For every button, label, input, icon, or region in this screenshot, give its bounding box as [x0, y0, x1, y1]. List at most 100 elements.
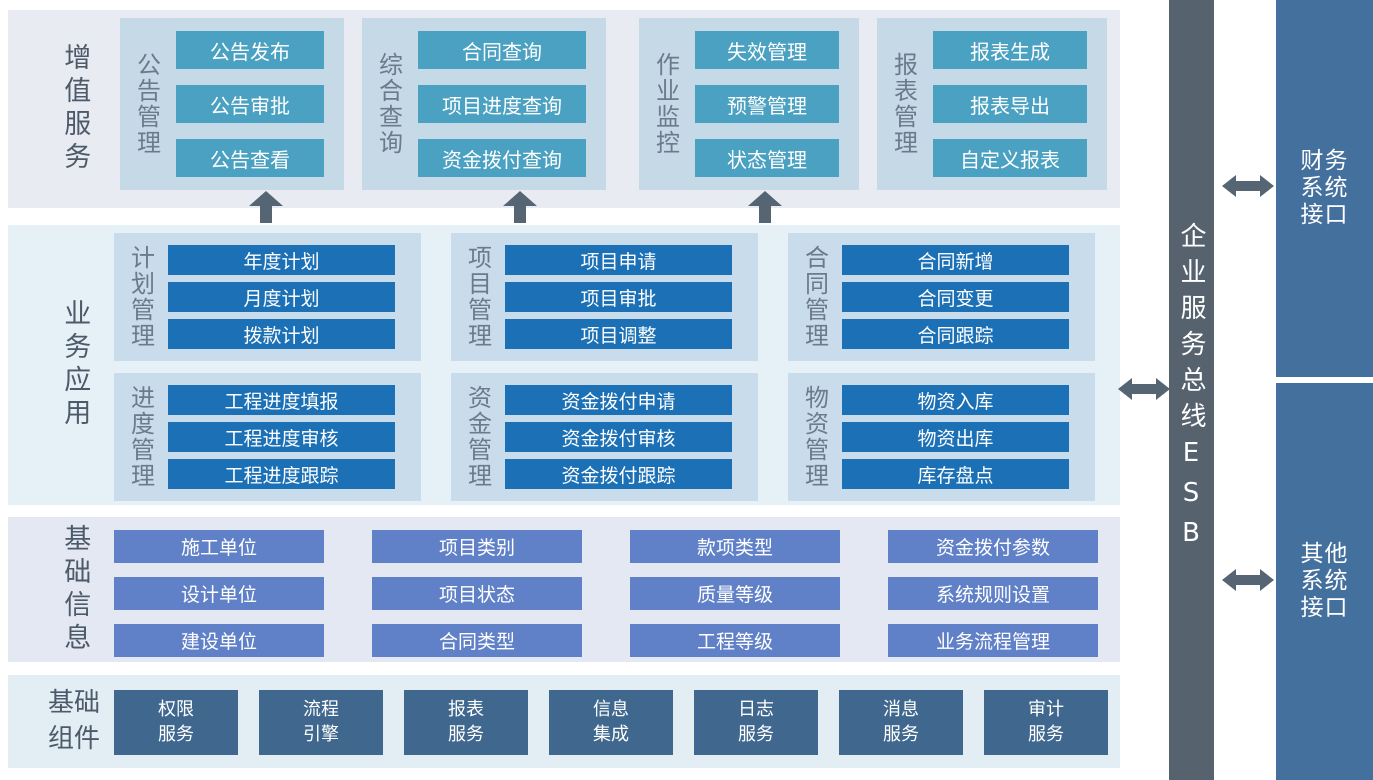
module-chip: 公告查看 [176, 139, 324, 177]
module-chip: 物资入库 [842, 385, 1069, 415]
components-row: 权限 服务 流程 引擎 报表 服务 信息 集成 日志 服务 消息 服务 审计 服… [114, 690, 1108, 755]
module-chip: 流程 引擎 [259, 690, 383, 755]
group-report-management: 报表管理 报表生成 报表导出 自定义报表 [877, 18, 1107, 190]
module-chip: 合同变更 [842, 282, 1069, 312]
group-label: 公告管理 [132, 52, 161, 156]
group-label: 报表管理 [889, 52, 918, 156]
module-stack: 项目申请 项目审批 项目调整 [505, 245, 732, 349]
other-system-interface: 其他 系统 接口 [1276, 383, 1373, 780]
band-label-basic-info: 基础信息 [59, 523, 91, 656]
group-label: 项目管理 [463, 245, 492, 349]
band-business-applications: 业务应用 计划管理 年度计划 月度计划 拨款计划 项目管理 项目申请 项目审批 … [8, 225, 1120, 505]
module-chip: 拨款计划 [168, 319, 395, 349]
module-chip: 资金拨付审核 [505, 422, 732, 452]
group-label: 综合查询 [374, 52, 403, 156]
group-material-management: 物资管理 物资入库 物资出库 库存盘点 [788, 373, 1095, 501]
module-chip: 物资出库 [842, 422, 1069, 452]
module-chip: 年度计划 [168, 245, 395, 275]
module-chip: 权限 服务 [114, 690, 238, 755]
module-chip: 项目类别 [372, 530, 582, 563]
basic-info-grid: 施工单位 项目类别 款项类型 资金拨付参数 设计单位 项目状态 质量等级 系统规… [114, 530, 1098, 657]
module-chip: 审计 服务 [984, 690, 1108, 755]
module-chip: 公告发布 [176, 31, 324, 69]
module-chip: 项目审批 [505, 282, 732, 312]
group-label: 资金管理 [463, 385, 492, 489]
esb-column: 企业服务总线ESB [1169, 0, 1214, 780]
module-chip: 项目调整 [505, 319, 732, 349]
group-fund-management: 资金管理 资金拨付申请 资金拨付审核 资金拨付跟踪 [451, 373, 758, 501]
module-chip: 项目状态 [372, 577, 582, 610]
finance-system-interface: 财务 系统 接口 [1276, 0, 1373, 377]
module-stack: 物资入库 物资出库 库存盘点 [842, 385, 1069, 489]
module-chip: 工程等级 [630, 624, 840, 657]
module-chip: 合同跟踪 [842, 319, 1069, 349]
module-chip: 报表导出 [933, 85, 1087, 123]
module-chip: 预警管理 [695, 85, 839, 123]
module-chip: 公告审批 [176, 85, 324, 123]
group-label: 合同管理 [800, 245, 829, 349]
module-stack: 公告发布 公告审批 公告查看 [176, 31, 324, 177]
module-chip: 合同新增 [842, 245, 1069, 275]
band-label-value-added: 增值服务 [59, 43, 91, 175]
module-chip: 日志 服务 [694, 690, 818, 755]
business-groups: 计划管理 年度计划 月度计划 拨款计划 项目管理 项目申请 项目审批 项目调整 … [114, 233, 1095, 501]
module-stack: 合同查询 项目进度查询 资金拨付查询 [418, 31, 586, 177]
module-chip: 建设单位 [114, 624, 324, 657]
module-chip: 工程进度审核 [168, 422, 395, 452]
module-chip: 施工单位 [114, 530, 324, 563]
module-chip: 资金拨付申请 [505, 385, 732, 415]
module-chip: 状态管理 [695, 139, 839, 177]
group-label: 作业监控 [651, 52, 680, 156]
module-stack: 年度计划 月度计划 拨款计划 [168, 245, 395, 349]
up-arrow-icon [249, 191, 283, 223]
module-stack: 工程进度填报 工程进度审核 工程进度跟踪 [168, 385, 395, 489]
group-label: 进度管理 [126, 385, 155, 489]
module-chip: 库存盘点 [842, 459, 1069, 489]
module-stack: 资金拨付申请 资金拨付审核 资金拨付跟踪 [505, 385, 732, 489]
module-stack: 报表生成 报表导出 自定义报表 [933, 31, 1087, 177]
double-arrow-icon [1222, 569, 1274, 591]
module-chip: 业务流程管理 [888, 624, 1098, 657]
interface-label: 其他 系统 接口 [1300, 540, 1349, 622]
value-added-groups: 公告管理 公告发布 公告审批 公告查看 综合查询 合同查询 项目进度查询 资金拨… [114, 10, 1120, 208]
module-chip: 合同查询 [418, 31, 586, 69]
module-chip: 资金拨付参数 [888, 530, 1098, 563]
band-label-components: 基础 组件 [47, 688, 100, 754]
group-contract-management: 合同管理 合同新增 合同变更 合同跟踪 [788, 233, 1095, 361]
group-job-monitoring: 作业监控 失效管理 预警管理 状态管理 [639, 18, 859, 190]
group-label: 计划管理 [126, 245, 155, 349]
module-chip: 消息 服务 [839, 690, 963, 755]
group-announcement-management: 公告管理 公告发布 公告审批 公告查看 [120, 18, 344, 190]
module-chip: 月度计划 [168, 282, 395, 312]
module-stack: 合同新增 合同变更 合同跟踪 [842, 245, 1069, 349]
group-plan-management: 计划管理 年度计划 月度计划 拨款计划 [114, 233, 421, 361]
up-arrow-icon [748, 191, 782, 223]
module-chip: 失效管理 [695, 31, 839, 69]
up-arrow-icon [503, 191, 537, 223]
double-arrow-icon [1118, 378, 1170, 400]
module-chip: 项目进度查询 [418, 85, 586, 123]
double-arrow-icon [1222, 175, 1274, 197]
group-comprehensive-query: 综合查询 合同查询 项目进度查询 资金拨付查询 [362, 18, 606, 190]
module-chip: 质量等级 [630, 577, 840, 610]
module-chip: 报表生成 [933, 31, 1087, 69]
module-chip: 系统规则设置 [888, 577, 1098, 610]
group-project-management: 项目管理 项目申请 项目审批 项目调整 [451, 233, 758, 361]
band-basic-components: 基础 组件 权限 服务 流程 引擎 报表 服务 信息 集成 日志 服务 消息 服… [8, 675, 1120, 768]
module-chip: 资金拨付跟踪 [505, 459, 732, 489]
module-chip: 报表 服务 [404, 690, 528, 755]
module-chip: 资金拨付查询 [418, 139, 586, 177]
interface-label: 财务 系统 接口 [1300, 147, 1349, 229]
band-value-added-services: 增值服务 公告管理 公告发布 公告审批 公告查看 综合查询 合同查询 项目进度查… [8, 10, 1120, 208]
module-chip: 工程进度填报 [168, 385, 395, 415]
module-chip: 项目申请 [505, 245, 732, 275]
module-chip: 合同类型 [372, 624, 582, 657]
band-basic-information: 基础信息 施工单位 项目类别 款项类型 资金拨付参数 设计单位 项目状态 质量等… [8, 517, 1120, 662]
group-label: 物资管理 [800, 385, 829, 489]
band-label-business: 业务应用 [59, 299, 91, 431]
module-chip: 款项类型 [630, 530, 840, 563]
esb-label: 企业服务总线ESB [1176, 222, 1206, 558]
module-chip: 设计单位 [114, 577, 324, 610]
module-stack: 失效管理 预警管理 状态管理 [695, 31, 839, 177]
